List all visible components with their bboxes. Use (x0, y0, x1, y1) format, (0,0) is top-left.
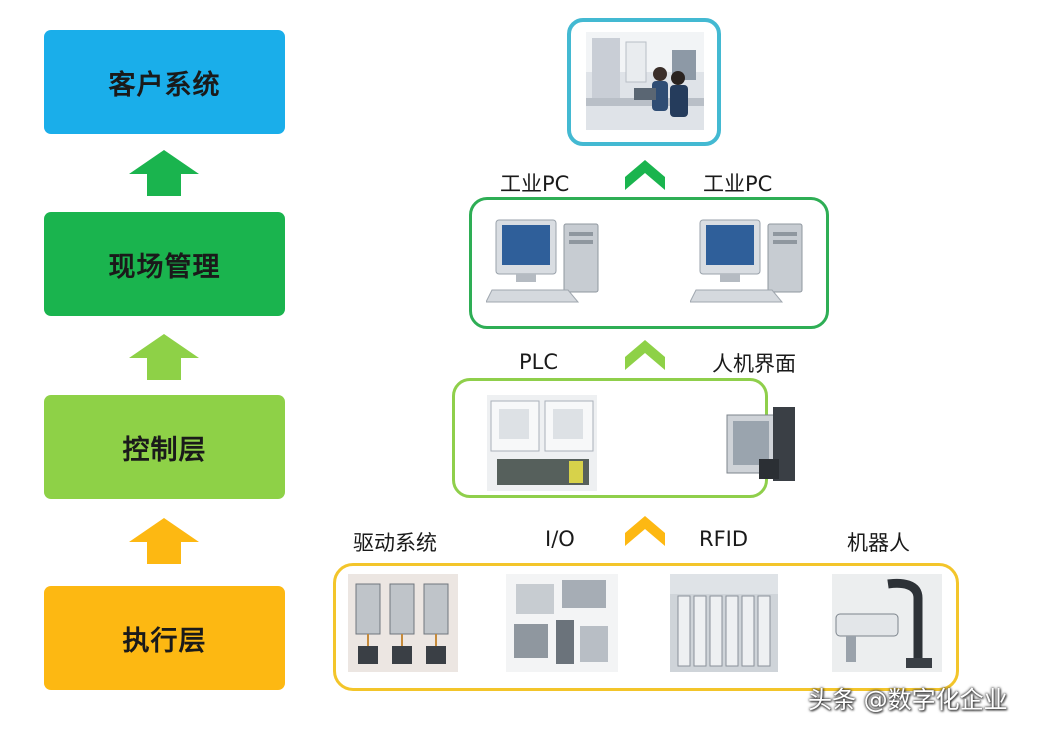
label-industrial-pc-left: 工业PC (500, 172, 570, 196)
up-arrow-icon (129, 150, 199, 196)
robot-arm-image (832, 574, 942, 672)
label-robot: 机器人 (847, 531, 910, 555)
level-execution-layer: 执行层 (44, 586, 285, 690)
servo-drive-image (348, 574, 458, 672)
level-customer-label: 客户系统 (108, 69, 221, 101)
label-drive-system: 驱动系统 (353, 531, 437, 555)
office-workers-image (586, 32, 704, 130)
label-hmi: 人机界面 (712, 352, 796, 376)
industrial-pc-frame (469, 197, 829, 329)
label-industrial-pc-right: 工业PC (703, 172, 773, 196)
level-customer-system: 客户系统 (44, 30, 285, 134)
io-modules-image (506, 574, 618, 672)
computer-icon (690, 219, 803, 303)
label-io: I/O (545, 527, 575, 551)
execution-devices-frame (333, 563, 959, 691)
chevron-up-icon (625, 160, 665, 190)
rfid-module-image (670, 574, 778, 672)
plc-device-image (487, 395, 597, 491)
watermark-text: 头条 @数字化企业 (808, 686, 1008, 714)
up-arrow-icon (129, 518, 199, 564)
computer-icon (486, 219, 599, 303)
up-arrow-icon (129, 334, 199, 380)
level-field-management: 现场管理 (44, 212, 285, 316)
hmi-panel-image (726, 407, 795, 481)
level-control-layer: 控制层 (44, 395, 285, 499)
chevron-up-icon (625, 340, 665, 370)
level-field-label: 现场管理 (108, 251, 221, 283)
label-rfid: RFID (699, 527, 749, 551)
chevron-up-icon (625, 516, 665, 546)
level-execution-label: 执行层 (122, 625, 207, 657)
customer-system-frame (567, 18, 721, 146)
plc-frame (452, 378, 795, 498)
level-control-label: 控制层 (122, 434, 207, 466)
label-plc: PLC (519, 350, 559, 374)
